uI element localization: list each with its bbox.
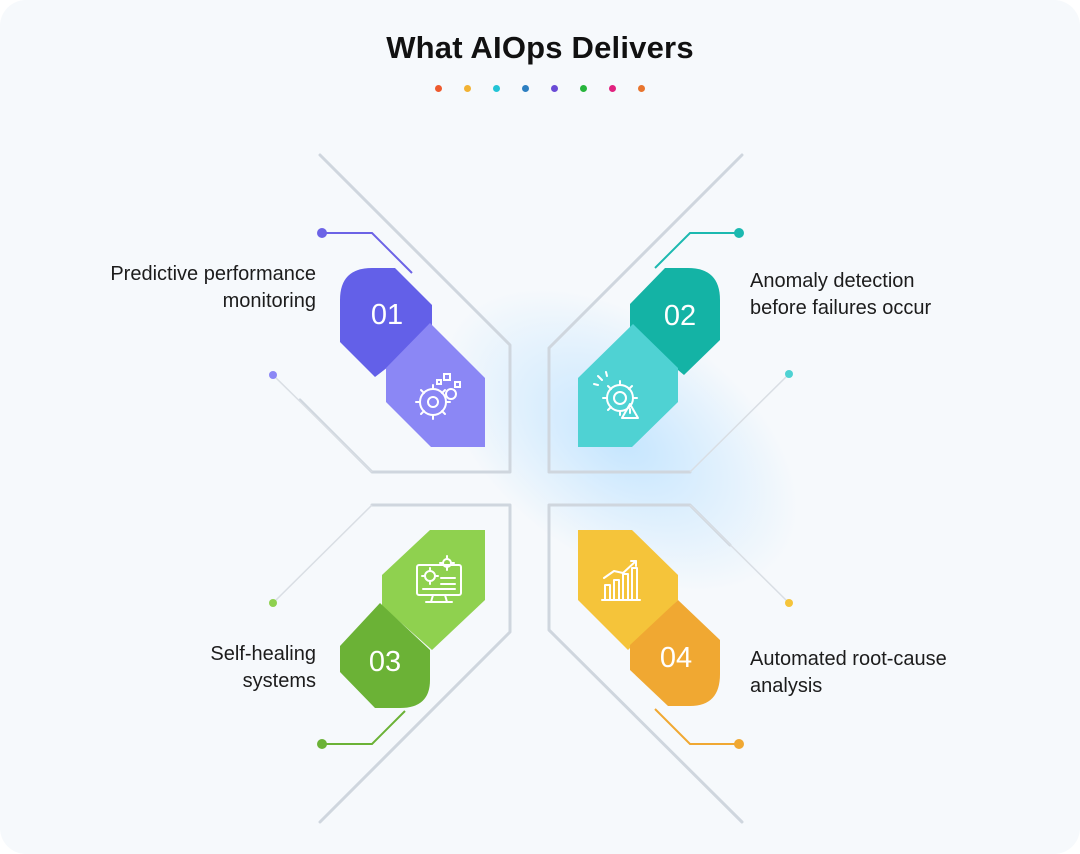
- end-dot-02b: [785, 370, 793, 378]
- end-dot-03: [317, 739, 327, 749]
- label-line: Anomaly detection: [750, 270, 915, 292]
- label-line: analysis: [750, 675, 823, 697]
- number-label: 01: [371, 299, 403, 331]
- connector-02: [654, 232, 739, 269]
- label-01: Predictive performance monitoring: [110, 261, 316, 315]
- connector-faint-1: [272, 374, 373, 473]
- icon-tile-02: [578, 324, 678, 447]
- color-dot: [493, 85, 500, 92]
- end-dot-04b: [785, 599, 793, 607]
- connector-faint-2: [689, 373, 790, 473]
- label-03: Self-healing systems: [210, 641, 316, 695]
- color-dot: [435, 85, 442, 92]
- end-dot-01b: [269, 371, 277, 379]
- number-tile-04: [630, 600, 720, 706]
- monitor-gears-icon: [416, 555, 462, 603]
- color-dot: [609, 85, 616, 92]
- gears-icon: [415, 373, 461, 420]
- end-dot-02: [734, 228, 744, 238]
- color-dot: [522, 85, 529, 92]
- label-line: Predictive performance: [110, 263, 316, 285]
- label-04: Automated root-cause analysis: [750, 646, 947, 700]
- bar-chart-icon: [601, 560, 641, 601]
- number-label: 03: [369, 646, 401, 678]
- label-line: monitoring: [222, 290, 316, 312]
- color-dots-row: [0, 85, 1080, 92]
- label-line: Automated root-cause: [750, 648, 947, 670]
- connector-01: [322, 232, 413, 274]
- connector-03: [322, 710, 406, 745]
- label-02: Anomaly detection before failures occur: [750, 268, 931, 322]
- label-line: systems: [242, 670, 316, 692]
- end-dot-03b: [269, 599, 277, 607]
- gear-warning-icon: [593, 371, 639, 419]
- frame-line-top-right: [547, 153, 744, 474]
- color-dot: [580, 85, 587, 92]
- color-dot: [464, 85, 471, 92]
- connector-faint-3: [272, 504, 373, 604]
- connector-faint-4: [689, 504, 790, 604]
- label-line: Self-healing: [210, 643, 316, 665]
- number-label: 04: [660, 642, 692, 674]
- connector-04: [654, 708, 739, 745]
- icon-tile-01: [386, 323, 485, 447]
- frame-line-bottom-left: [318, 503, 512, 824]
- number-tile-03: [340, 603, 430, 708]
- color-dot: [638, 85, 645, 92]
- label-line: before failures occur: [750, 297, 932, 319]
- number-label: 02: [664, 300, 696, 332]
- color-dot: [551, 85, 558, 92]
- end-dot-04: [734, 739, 744, 749]
- page-title: What AIOps Delivers: [386, 30, 694, 65]
- end-dot-01: [317, 228, 327, 238]
